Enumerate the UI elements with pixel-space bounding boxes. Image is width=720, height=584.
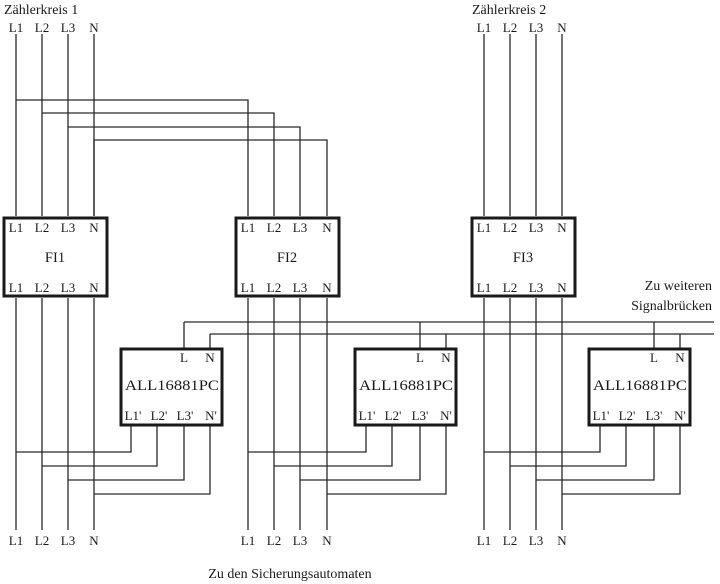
output-2-l3: L3 [293,533,307,548]
output-group-3: L1 L2 L3 N [477,533,568,548]
signal-bridge-1: L N ALL16881PC L1' L2' L3' N' [119,347,224,427]
bridge-2-top-n: N [441,350,451,365]
fi-3-top-l1: L1 [477,220,491,235]
fi-2-name: FI2 [277,250,297,266]
fi-unit-1: L1 L2 L3 N FI1 L1 L2 L3 N [2,216,109,298]
output-1-l1: L1 [9,533,23,548]
bridge-1-bottom-l3: L3' [177,408,194,423]
fi-2-bottom-l1: L1 [241,280,255,295]
bridge-2-top-l: L [416,350,424,365]
bridge-3-bottom-l1: L1' [593,408,610,423]
further-bridges-line-1: Zu weiteren [645,279,712,294]
meter-2: Zählerkreis 2 L1 L2 L3 N [472,3,567,35]
fi-3-top-n: N [557,220,567,235]
fi-2-top-n: N [322,220,332,235]
fi-3-bottom-l1: L1 [477,280,491,295]
fi-unit-3-box [470,216,577,298]
further-bridges-note: Zu weiteren Signalbrücken [631,279,712,314]
signal-bridge-2-box [353,347,458,427]
meter-2-phase-l3: L3 [529,20,543,35]
fi-unit-3: L1 L2 L3 N FI3 L1 L2 L3 N [470,216,577,298]
meter-1: Zählerkreis 1 L1 L2 L3 N [4,3,99,35]
output-1-l3: L3 [61,533,75,548]
bridge-3-bottom-l2: L2' [619,408,636,423]
output-3-n: N [557,533,567,548]
output-2-n: N [322,533,332,548]
output-3-l3: L3 [529,533,543,548]
meter-1-title: Zählerkreis 1 [4,3,78,18]
bridge-3-top-n: N [675,350,685,365]
fi-2-bottom-l2: L2 [267,280,281,295]
output-2-l2: L2 [267,533,281,548]
bridge-1-bottom-l1: L1' [125,408,142,423]
bridge-3-name: ALL16881PC [593,378,687,394]
fi-1-top-n: N [89,220,99,235]
meter-2-title: Zählerkreis 2 [472,3,546,18]
bridge-2-name: ALL16881PC [359,378,453,394]
fi-3-top-l2: L2 [503,220,517,235]
signal-bridge-3: L N ALL16881PC L1' L2' L3' N' [587,347,692,427]
signal-bridge-1-box [119,347,224,427]
signal-bridge-3-box [587,347,692,427]
output-1-n: N [89,533,99,548]
fi-2-top-l3: L3 [293,220,307,235]
output-3-l2: L2 [503,533,517,548]
output-1-l2: L2 [35,533,49,548]
fi-1-top-l1: L1 [9,220,23,235]
bridge-1-bottom-n: N' [205,408,217,423]
fi-1-bottom-l2: L2 [35,280,49,295]
output-group-1: L1 L2 L3 N [9,533,100,548]
fi-3-bottom-l3: L3 [529,280,543,295]
fi-1-top-l2: L2 [35,220,49,235]
fi-1-bottom-n: N [89,280,99,295]
meter-1-phase-l1: L1 [9,20,23,35]
meter-2-phase-l2: L2 [503,20,517,35]
fi-2-top-l2: L2 [267,220,281,235]
bridge-1-top-n: N [205,350,215,365]
fi-3-bottom-n: N [557,280,567,295]
meter-1-phase-l2: L2 [35,20,49,35]
bridge-2-bottom-l1: L1' [359,408,376,423]
output-2-l1: L1 [241,533,255,548]
meter-2-phase-n: N [557,20,567,35]
output-group-2: L1 L2 L3 N [241,533,333,548]
output-3-l1: L1 [477,533,491,548]
bridge-1-top-l: L [180,350,188,365]
bridge-1-name: ALL16881PC [125,378,219,394]
fi-3-top-l3: L3 [529,220,543,235]
bridge-3-bottom-n: N' [674,408,686,423]
fi-3-name: FI3 [513,250,533,266]
fi-3-bottom-l2: L2 [503,280,517,295]
fi-2-bottom-n: N [322,280,332,295]
fi-2-top-l1: L1 [241,220,255,235]
fi-1-top-l3: L3 [61,220,75,235]
fi-1-bottom-l1: L1 [9,280,23,295]
bridge-3-top-l: L [650,350,658,365]
fi-1-bottom-l3: L3 [61,280,75,295]
wires [15,34,714,530]
fi-1-name: FI1 [45,250,65,266]
bridge-1-bottom-l2: L2' [151,408,168,423]
bridge-2-bottom-l3: L3' [412,408,429,423]
fi-unit-2: L1 L2 L3 N FI2 L1 L2 L3 N [234,216,341,298]
signal-bridge-2: L N ALL16881PC L1' L2' L3' N' [353,347,458,427]
bridge-2-bottom-n: N' [440,408,452,423]
bridge-3-bottom-l3: L3' [646,408,663,423]
meter-2-phase-l1: L1 [477,20,491,35]
further-bridges-line-2: Signalbrücken [631,299,712,314]
fi-unit-2-box [234,216,341,298]
meter-1-phase-l3: L3 [61,20,75,35]
bottom-caption: Zu den Sicherungsautomaten [208,567,371,582]
bridge-2-bottom-l2: L2' [385,408,402,423]
fi-2-bottom-l3: L3 [293,280,307,295]
fi-unit-1-box [2,216,109,298]
meter-1-phase-n: N [89,20,99,35]
